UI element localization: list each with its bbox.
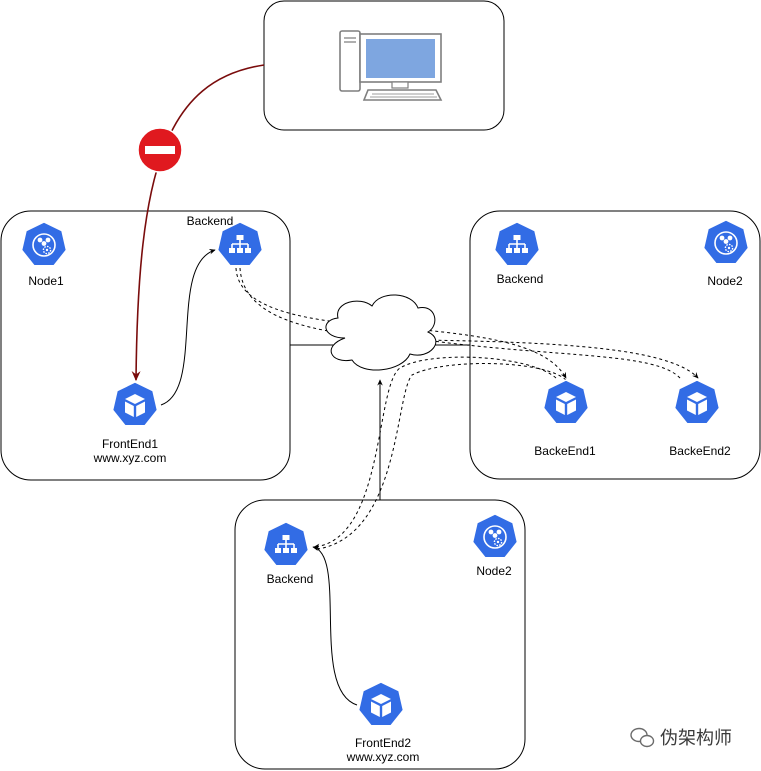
frontend1-label: FrontEnd1 (102, 437, 158, 451)
watermark-text: 伪架构师 (660, 728, 732, 749)
no-entry-icon (137, 127, 183, 173)
node2-right-label: Node2 (707, 274, 743, 288)
frontend2-url: www.xyz.com (346, 750, 420, 764)
node1-label: Node1 (28, 274, 64, 288)
node1-backend-label: Backend (187, 214, 234, 228)
backend1-label: BackeEnd1 (534, 444, 596, 458)
frontend1-url: www.xyz.com (93, 451, 167, 465)
frontend2-to-backend-arrow (312, 545, 358, 706)
frontend1-to-backend-arrow (160, 249, 216, 406)
desktop-computer-icon (339, 30, 443, 101)
node2-right-backend-label: Backend (497, 272, 544, 286)
cloud-icon (325, 294, 437, 371)
node2-bottom-label: Node2 (476, 564, 512, 578)
backend2-label: BackeEnd2 (669, 444, 731, 458)
frontend2-label: FrontEnd2 (355, 736, 411, 750)
backend-routes-dashed (235, 267, 699, 550)
node2-bottom-backend-label: Backend (267, 572, 314, 586)
wechat-logo-icon (630, 727, 655, 748)
